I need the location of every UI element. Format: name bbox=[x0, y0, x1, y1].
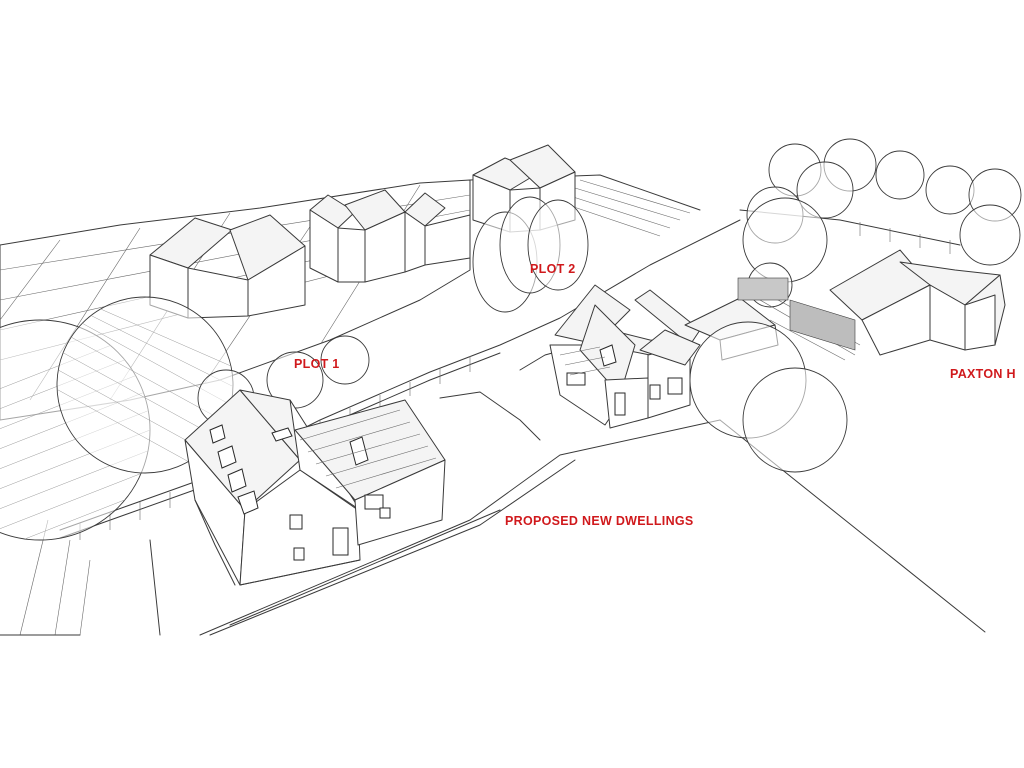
label-paxton: PAXTON H bbox=[950, 367, 1016, 381]
label-plot-2: PLOT 2 bbox=[530, 262, 576, 276]
tree-left-medium bbox=[56, 296, 234, 474]
label-plot-1: PLOT 1 bbox=[294, 357, 340, 371]
paxton-house bbox=[737, 249, 1006, 361]
plot2-house bbox=[549, 284, 779, 429]
trees-plot2-background bbox=[472, 196, 589, 313]
label-proposed-new-dwellings: PROPOSED NEW DWELLINGS bbox=[505, 514, 694, 528]
access-road bbox=[0, 339, 986, 636]
plot1-house bbox=[184, 389, 446, 586]
background-houses bbox=[149, 144, 576, 319]
trees-plot2-front bbox=[689, 321, 848, 473]
